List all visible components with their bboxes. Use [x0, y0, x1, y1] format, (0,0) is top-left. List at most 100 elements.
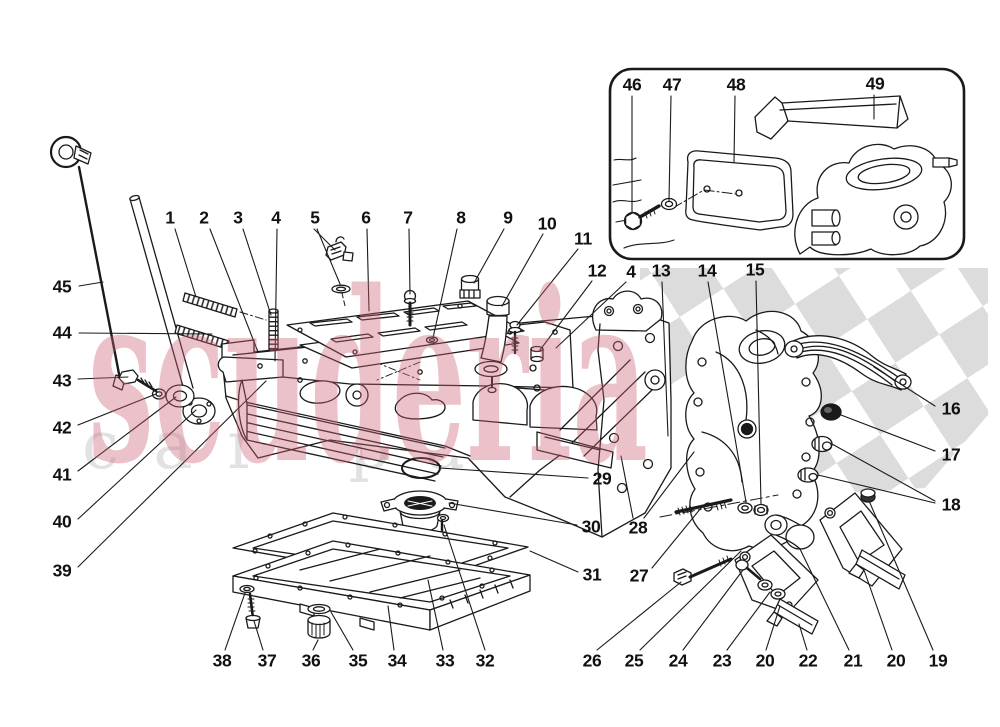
baffle-plate	[286, 300, 525, 369]
part-label-46[interactable]: 46	[622, 74, 642, 95]
part-label-36[interactable]: 36	[301, 650, 321, 671]
part-label-49[interactable]: 49	[865, 73, 885, 94]
part-label-6[interactable]: 6	[361, 207, 371, 228]
leader-line-4	[274, 228, 278, 362]
leader-line-13	[661, 281, 669, 437]
leader-line-33	[427, 579, 444, 651]
leader-line-4	[555, 281, 627, 349]
part-label-28[interactable]: 28	[628, 517, 648, 538]
leader-line-32	[443, 524, 486, 651]
leader-line-36	[312, 639, 319, 651]
part-label-20[interactable]: 20	[886, 650, 906, 671]
leader-line-35	[330, 611, 354, 651]
leader-line-38	[224, 592, 246, 651]
part-label-4[interactable]: 4	[626, 261, 636, 282]
part-label-10[interactable]: 10	[537, 213, 557, 234]
leader-line-44	[78, 332, 213, 335]
part-label-23[interactable]: 23	[712, 650, 732, 671]
leader-line-42	[77, 393, 157, 426]
part-label-11[interactable]: 11	[574, 228, 592, 249]
part-label-20[interactable]: 20	[755, 650, 775, 671]
leader-line-21	[799, 548, 850, 651]
part-label-38[interactable]: 38	[212, 650, 232, 671]
part-label-32[interactable]: 32	[475, 650, 495, 671]
part-label-45[interactable]: 45	[52, 276, 72, 297]
inset-box	[608, 67, 966, 261]
leader-line-18	[831, 443, 936, 502]
part-label-41[interactable]: 41	[52, 464, 72, 485]
dipstick	[49, 135, 126, 391]
part-label-3[interactable]: 3	[233, 207, 243, 228]
leader-lines	[77, 94, 936, 651]
part-label-18[interactable]: 18	[941, 494, 961, 515]
part-label-14[interactable]: 14	[697, 260, 717, 281]
leader-line-20	[765, 605, 781, 651]
part-label-37[interactable]: 37	[257, 650, 277, 671]
leader-line-26	[596, 581, 682, 651]
part-label-17[interactable]: 17	[941, 444, 961, 465]
part-label-8[interactable]: 8	[456, 207, 466, 228]
leader-line-24	[682, 569, 744, 651]
leader-line-28	[643, 451, 695, 519]
part-label-2[interactable]: 2	[199, 207, 209, 228]
leader-line-3	[242, 228, 272, 316]
part-label-35[interactable]: 35	[348, 650, 368, 671]
leader-line-5	[313, 228, 336, 251]
part-label-5[interactable]: 5	[310, 207, 320, 228]
sump-plugs	[797, 403, 842, 483]
leader-line-31	[529, 550, 579, 573]
leader-line-29	[439, 467, 589, 479]
part-label-19[interactable]: 19	[928, 650, 948, 671]
part-label-16[interactable]: 16	[941, 398, 961, 419]
part-label-47[interactable]: 47	[662, 74, 682, 95]
part-label-22[interactable]: 22	[798, 650, 818, 671]
leader-line-37	[253, 620, 264, 651]
part-label-1[interactable]: 1	[165, 207, 175, 228]
part-label-29[interactable]: 29	[592, 468, 612, 489]
plate-fittings	[403, 274, 544, 394]
part-label-30[interactable]: 30	[581, 516, 601, 537]
leader-line-12	[539, 280, 593, 351]
leader-line-39	[77, 380, 267, 568]
part-label-9[interactable]: 9	[503, 207, 513, 228]
part-label-7[interactable]: 7	[403, 207, 413, 228]
part-label-43[interactable]: 43	[52, 370, 72, 391]
part-label-26[interactable]: 26	[582, 650, 602, 671]
part-label-40[interactable]: 40	[52, 511, 72, 532]
part-label-44[interactable]: 44	[52, 322, 72, 343]
part-label-48[interactable]: 48	[726, 74, 746, 95]
part-label-21[interactable]: 21	[843, 650, 863, 671]
leader-line-25	[639, 550, 742, 651]
part-label-12[interactable]: 12	[587, 260, 607, 281]
part-label-42[interactable]: 42	[52, 417, 72, 438]
part-label-33[interactable]: 33	[435, 650, 455, 671]
part-label-27[interactable]: 27	[629, 565, 649, 586]
leader-line-2	[209, 228, 259, 353]
leader-line-40	[77, 409, 197, 520]
leader-line-41	[77, 396, 177, 472]
oil-strainer	[380, 457, 459, 549]
part-label-15[interactable]: 15	[745, 259, 765, 280]
leader-line-7	[408, 228, 411, 295]
part-label-4[interactable]: 4	[271, 207, 281, 228]
part-label-39[interactable]: 39	[52, 560, 72, 581]
leader-line-47	[668, 95, 672, 202]
leader-line-45	[78, 281, 104, 287]
part-label-13[interactable]: 13	[651, 260, 671, 281]
leader-line-43	[77, 376, 129, 380]
leader-line-34	[387, 605, 395, 651]
oil-sump-casting	[217, 290, 672, 538]
part-label-25[interactable]: 25	[624, 650, 644, 671]
leader-line-14	[707, 281, 747, 503]
leader-line-16	[873, 366, 936, 407]
leader-line-9	[473, 228, 505, 284]
leader-line-1	[174, 228, 197, 298]
oil-pan	[232, 540, 531, 631]
part-label-24[interactable]: 24	[668, 650, 688, 671]
leader-line-19	[869, 502, 934, 651]
part-label-31[interactable]: 31	[582, 564, 602, 585]
leader-line-48	[733, 95, 736, 163]
part-label-34[interactable]: 34	[387, 650, 407, 671]
